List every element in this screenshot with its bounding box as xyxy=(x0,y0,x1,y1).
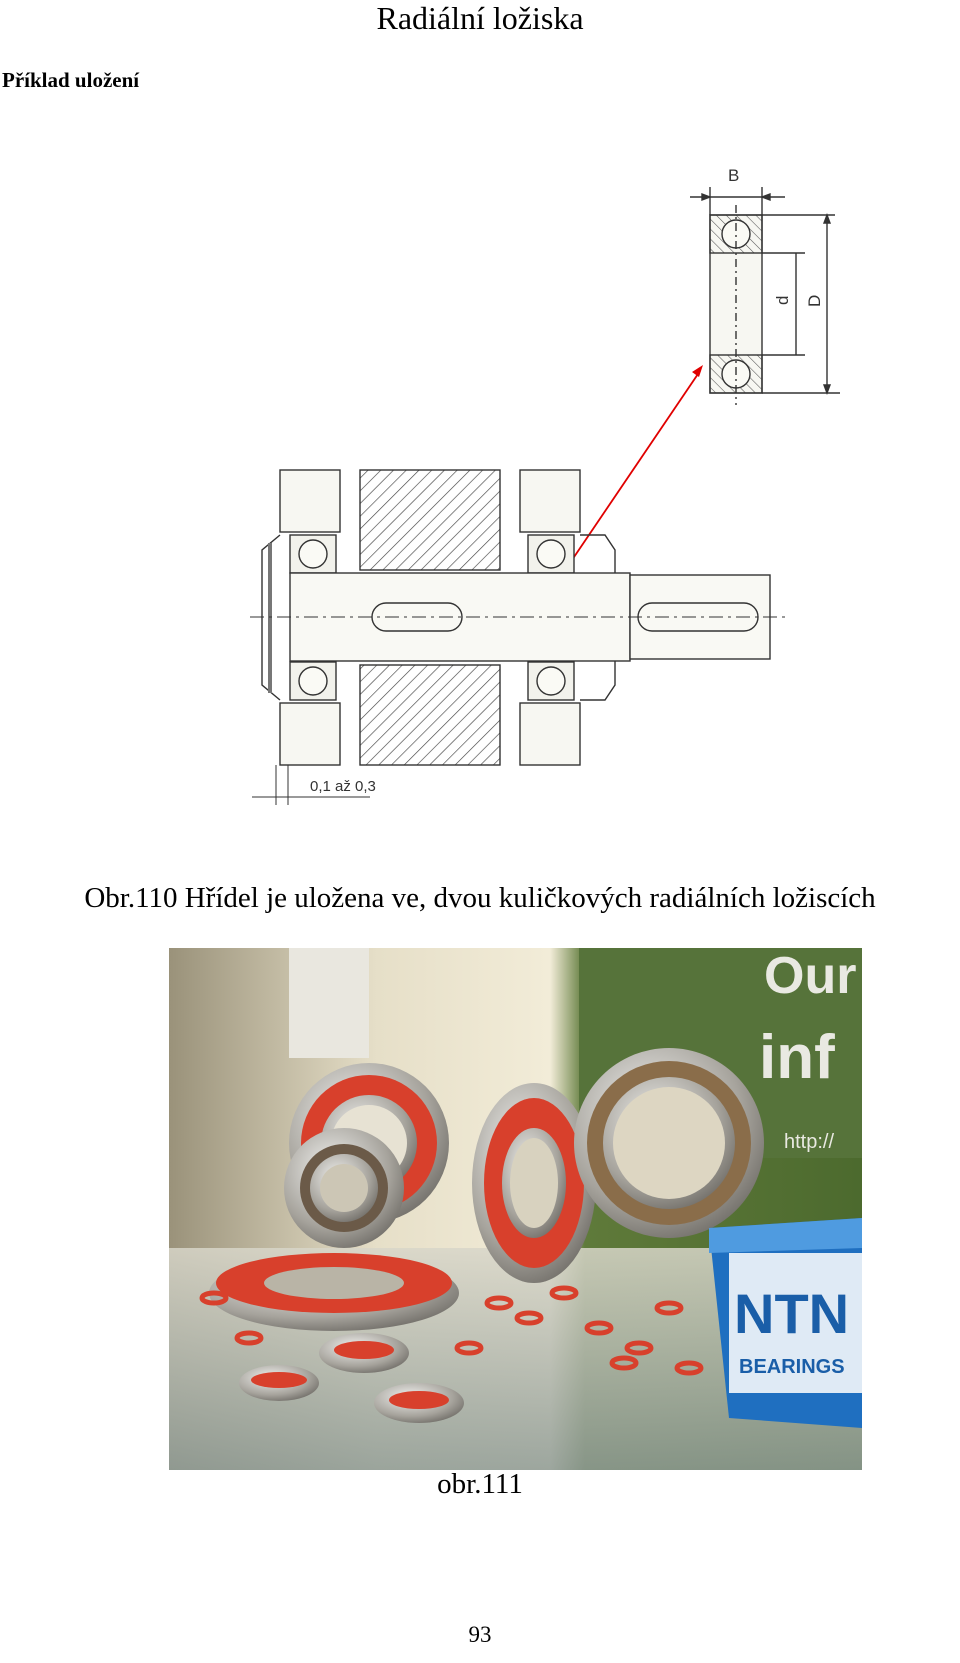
bearing-detail xyxy=(690,187,840,405)
mini-bearings xyxy=(239,1333,464,1423)
page-number: 93 xyxy=(468,1622,492,1647)
banner-text-2: inf xyxy=(759,1023,835,1092)
assembly-section xyxy=(250,469,785,805)
dimension-d-label: d xyxy=(773,296,792,305)
bearing-cylindrical-roller xyxy=(574,1048,764,1238)
pointer-arrow xyxy=(571,365,703,561)
box-brand-text: NTN xyxy=(734,1282,849,1345)
page-header-title: Radiální ložiska xyxy=(376,0,584,36)
dimension-D-label: D xyxy=(805,295,824,307)
red-washers xyxy=(199,1285,704,1376)
poster xyxy=(289,948,369,1058)
banner-url: http:// xyxy=(784,1131,834,1153)
banner-text-1: Our xyxy=(764,948,856,1005)
figure-111-caption: obr.111 xyxy=(437,1468,523,1500)
ntn-box xyxy=(709,1218,862,1428)
clearance-label: 0,1 až 0,3 xyxy=(310,778,376,795)
box-subtext: BEARINGS xyxy=(739,1356,845,1378)
bearing-small xyxy=(284,1128,404,1248)
shaft-assembly-drawing: B d D xyxy=(240,165,880,855)
dimension-b-label: B xyxy=(728,166,739,185)
bearing-medium-red xyxy=(472,1083,596,1283)
bearing-flat-red xyxy=(209,1253,459,1331)
bearings-photo: Our inf http:// xyxy=(169,948,862,1470)
section-heading: Příklad uložení xyxy=(2,68,140,92)
figure-110-caption: Obr.110 Hřídel je uložena ve, dvou kulič… xyxy=(84,882,876,914)
